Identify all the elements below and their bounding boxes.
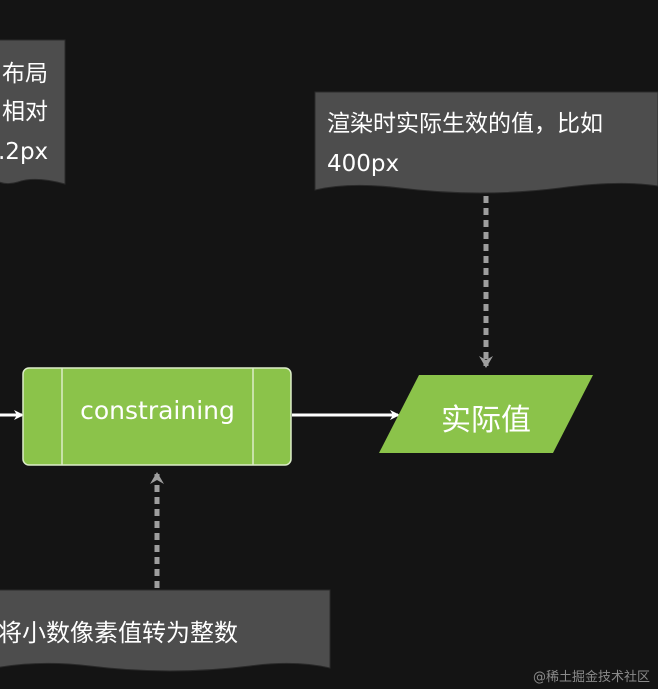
note-top-right <box>314 91 658 194</box>
note-top-right-line-1: 渲染时实际生效的值，比如 <box>327 111 603 137</box>
process-node <box>22 367 292 466</box>
note-bottom-text: 将小数像素值转为整数 <box>0 619 238 647</box>
note-top-left <box>0 39 66 185</box>
note-bottom <box>0 589 331 672</box>
output-node <box>379 375 593 453</box>
note-top-right-line-2: 400px <box>327 151 400 177</box>
output-node-label: 实际值 <box>441 403 531 438</box>
note-top-left-line-1: 布局 <box>2 61 48 87</box>
note-top-left-line-3: .2px <box>0 139 49 165</box>
watermark: @稀土掘金技术社区 <box>532 670 650 685</box>
process-node-label: constraining <box>80 396 235 425</box>
note-top-left-line-2: 相对 <box>2 99 48 125</box>
